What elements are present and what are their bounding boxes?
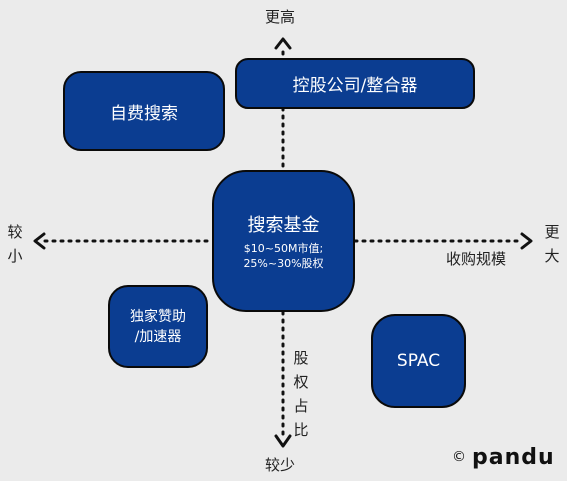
vertical-axis-char: 股: [293, 349, 309, 367]
left-axis-char: 较: [7, 223, 23, 241]
search-fund-detail-2: 25%~30%股权: [243, 257, 324, 270]
horizontal-axis-title: 收购规模: [446, 250, 507, 268]
top-axis-label: 更高: [265, 8, 296, 26]
incubator-label-1: 独家赞助: [130, 308, 186, 325]
vertical-axis-title: 股 权 占 比: [292, 346, 310, 442]
self-funded-search-label: 自费搜索: [110, 103, 178, 124]
search-fund-title: 搜索基金: [247, 215, 320, 236]
bottom-axis-label: 较少: [265, 456, 296, 474]
pandu-watermark: © pandu: [452, 443, 555, 471]
vertical-axis-char: 比: [293, 421, 309, 439]
pandu-logo: pandu: [472, 444, 555, 470]
spac-label: SPAC: [396, 351, 441, 371]
vertical-axis-char: 权: [293, 373, 309, 391]
arrow-right-icon: [520, 232, 533, 250]
vertical-axis-char: 占: [293, 397, 309, 415]
search-fund-detail-1: $10~50M市值;: [243, 242, 324, 255]
copyright-icon: ©: [452, 449, 466, 465]
search-fund-box: 搜索基金 $10~50M市值; 25%~30%股权: [212, 170, 355, 312]
spac-box: SPAC: [371, 314, 466, 408]
arrow-up-icon: [274, 37, 292, 50]
self-funded-search-box: 自费搜索: [63, 71, 225, 151]
right-axis-char: 大: [544, 247, 560, 265]
left-axis-char: 小: [7, 247, 23, 265]
arrow-down-icon: [274, 434, 292, 448]
holding-company-box: 控股公司/整合器: [235, 58, 475, 109]
incubator-label-2: /加速器: [134, 328, 182, 345]
incubator-box: 独家赞助 /加速器: [108, 285, 208, 368]
right-axis-label: 更 大: [543, 220, 561, 268]
holding-company-label: 控股公司/整合器: [292, 76, 418, 96]
left-axis-label: 较 小: [6, 220, 24, 268]
arrow-left-icon: [33, 232, 46, 250]
right-axis-char: 更: [544, 223, 560, 241]
